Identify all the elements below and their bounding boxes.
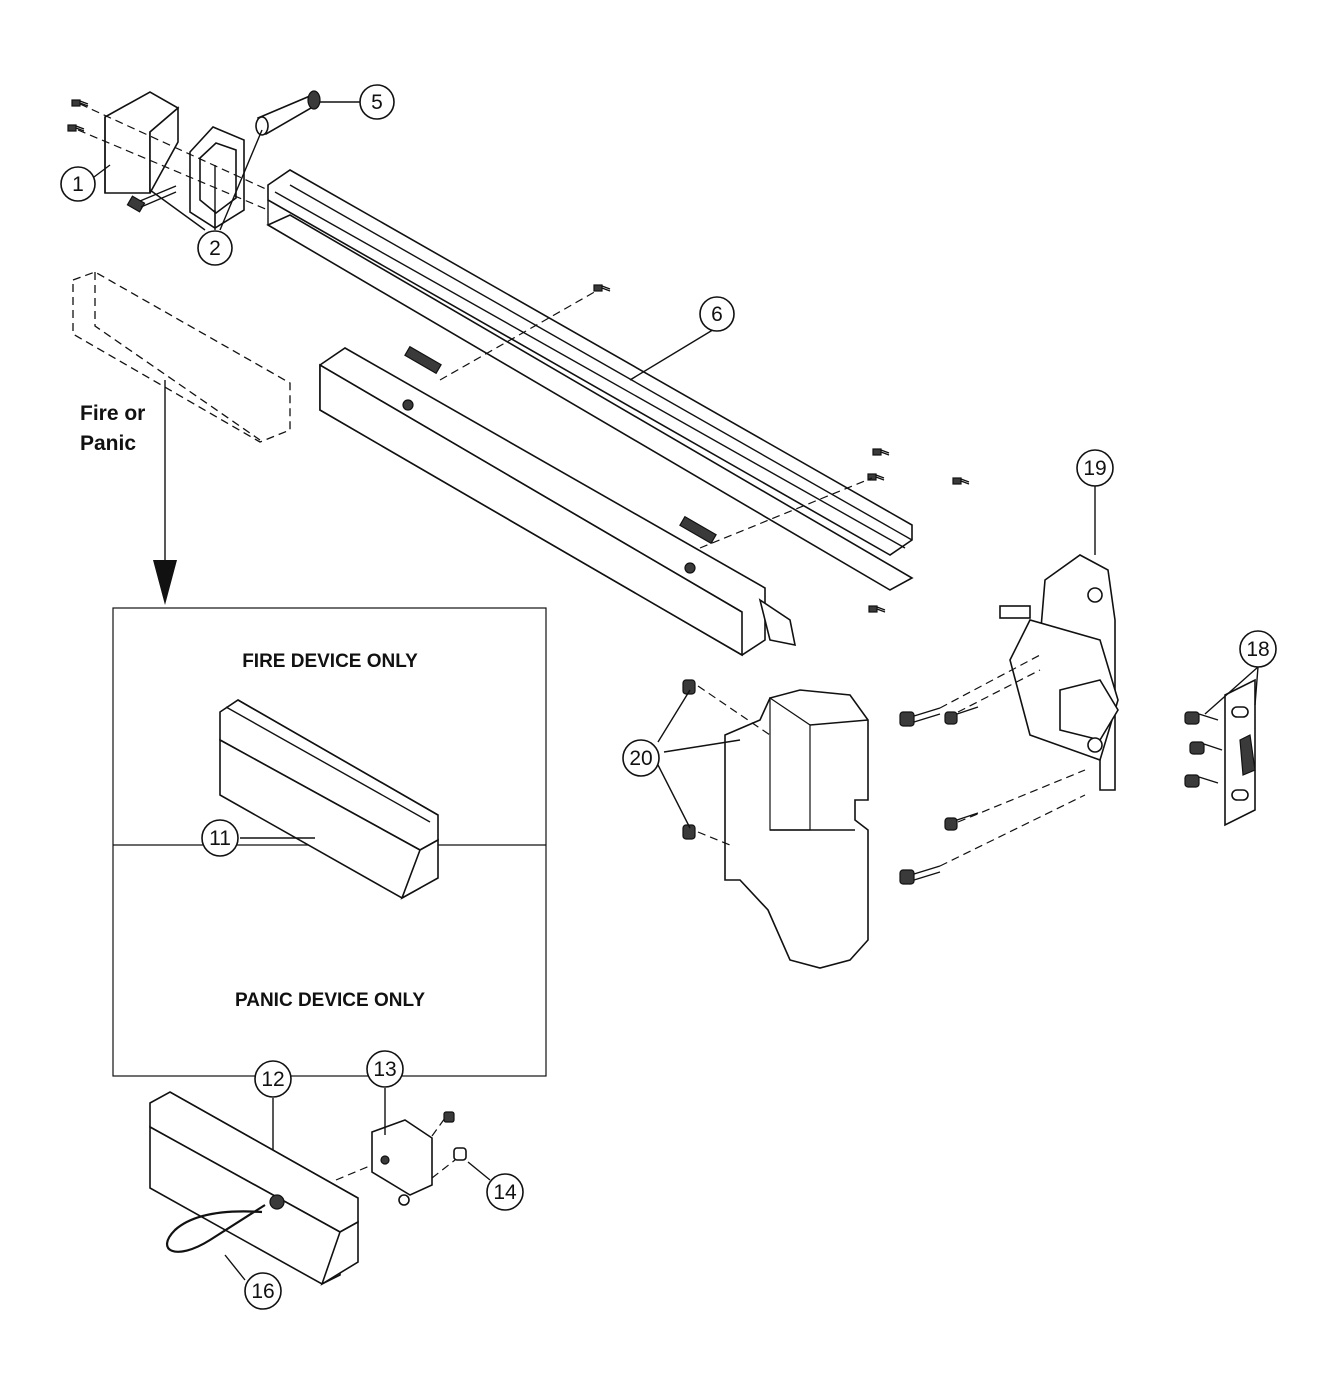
- callout-2: 2: [197, 230, 233, 266]
- end-cap: [104, 91, 180, 194]
- route-label-line2: Panic: [80, 432, 136, 455]
- fire-device-rail: [219, 699, 439, 900]
- panic-bracket: [371, 1119, 433, 1196]
- callout-1: 1: [60, 166, 96, 202]
- panic-panel-title: PANIC DEVICE ONLY: [235, 990, 425, 1011]
- latch-mechanism: [999, 554, 1119, 791]
- latch-cover: [724, 689, 869, 969]
- cover-screw: [682, 679, 696, 840]
- latch-screw: [899, 706, 979, 885]
- callout-6: 6: [699, 296, 735, 332]
- route-arrow-head: [153, 560, 177, 605]
- svg-text:16: 16: [251, 1280, 274, 1303]
- svg-text:12: 12: [261, 1068, 284, 1091]
- mounting-screw: [126, 185, 177, 213]
- panic-device-rail: [149, 1091, 359, 1286]
- svg-text:14: 14: [493, 1181, 517, 1204]
- svg-text:20: 20: [629, 747, 652, 770]
- rail-alternative-outline: [72, 271, 291, 443]
- end-cap-screw: [67, 99, 89, 132]
- callout-14: 14: [486, 1173, 524, 1211]
- pivot-pin: [255, 90, 321, 136]
- svg-text:5: 5: [371, 91, 383, 114]
- svg-text:19: 19: [1083, 457, 1106, 480]
- mechanism-chassis: [319, 345, 797, 657]
- callout-13: 13: [366, 1050, 404, 1088]
- svg-text:18: 18: [1246, 638, 1269, 661]
- callout-19: 19: [1076, 449, 1114, 487]
- callout-12: 12: [254, 1060, 292, 1098]
- svg-text:6: 6: [711, 303, 723, 326]
- main-rail: [266, 169, 914, 591]
- pull-loop-spring: [166, 1204, 266, 1253]
- alternate-parts-frame: [112, 607, 547, 1077]
- panic-screw: [398, 1111, 467, 1206]
- callout-5: 5: [359, 84, 395, 120]
- bracket-insert: [189, 126, 245, 229]
- strike-plate: [1224, 678, 1256, 827]
- callout-18: 18: [1239, 630, 1277, 668]
- callout-11: 11: [201, 819, 239, 857]
- svg-text:13: 13: [373, 1058, 396, 1081]
- fire-panel-title: FIRE DEVICE ONLY: [242, 651, 418, 672]
- svg-text:1: 1: [72, 173, 84, 196]
- route-label-line1: Fire or: [80, 402, 145, 425]
- callout-20: 20: [622, 739, 660, 777]
- svg-text:2: 2: [209, 237, 221, 260]
- svg-text:11: 11: [209, 827, 231, 850]
- callout-16: 16: [244, 1272, 282, 1310]
- strike-screw: [1184, 711, 1223, 788]
